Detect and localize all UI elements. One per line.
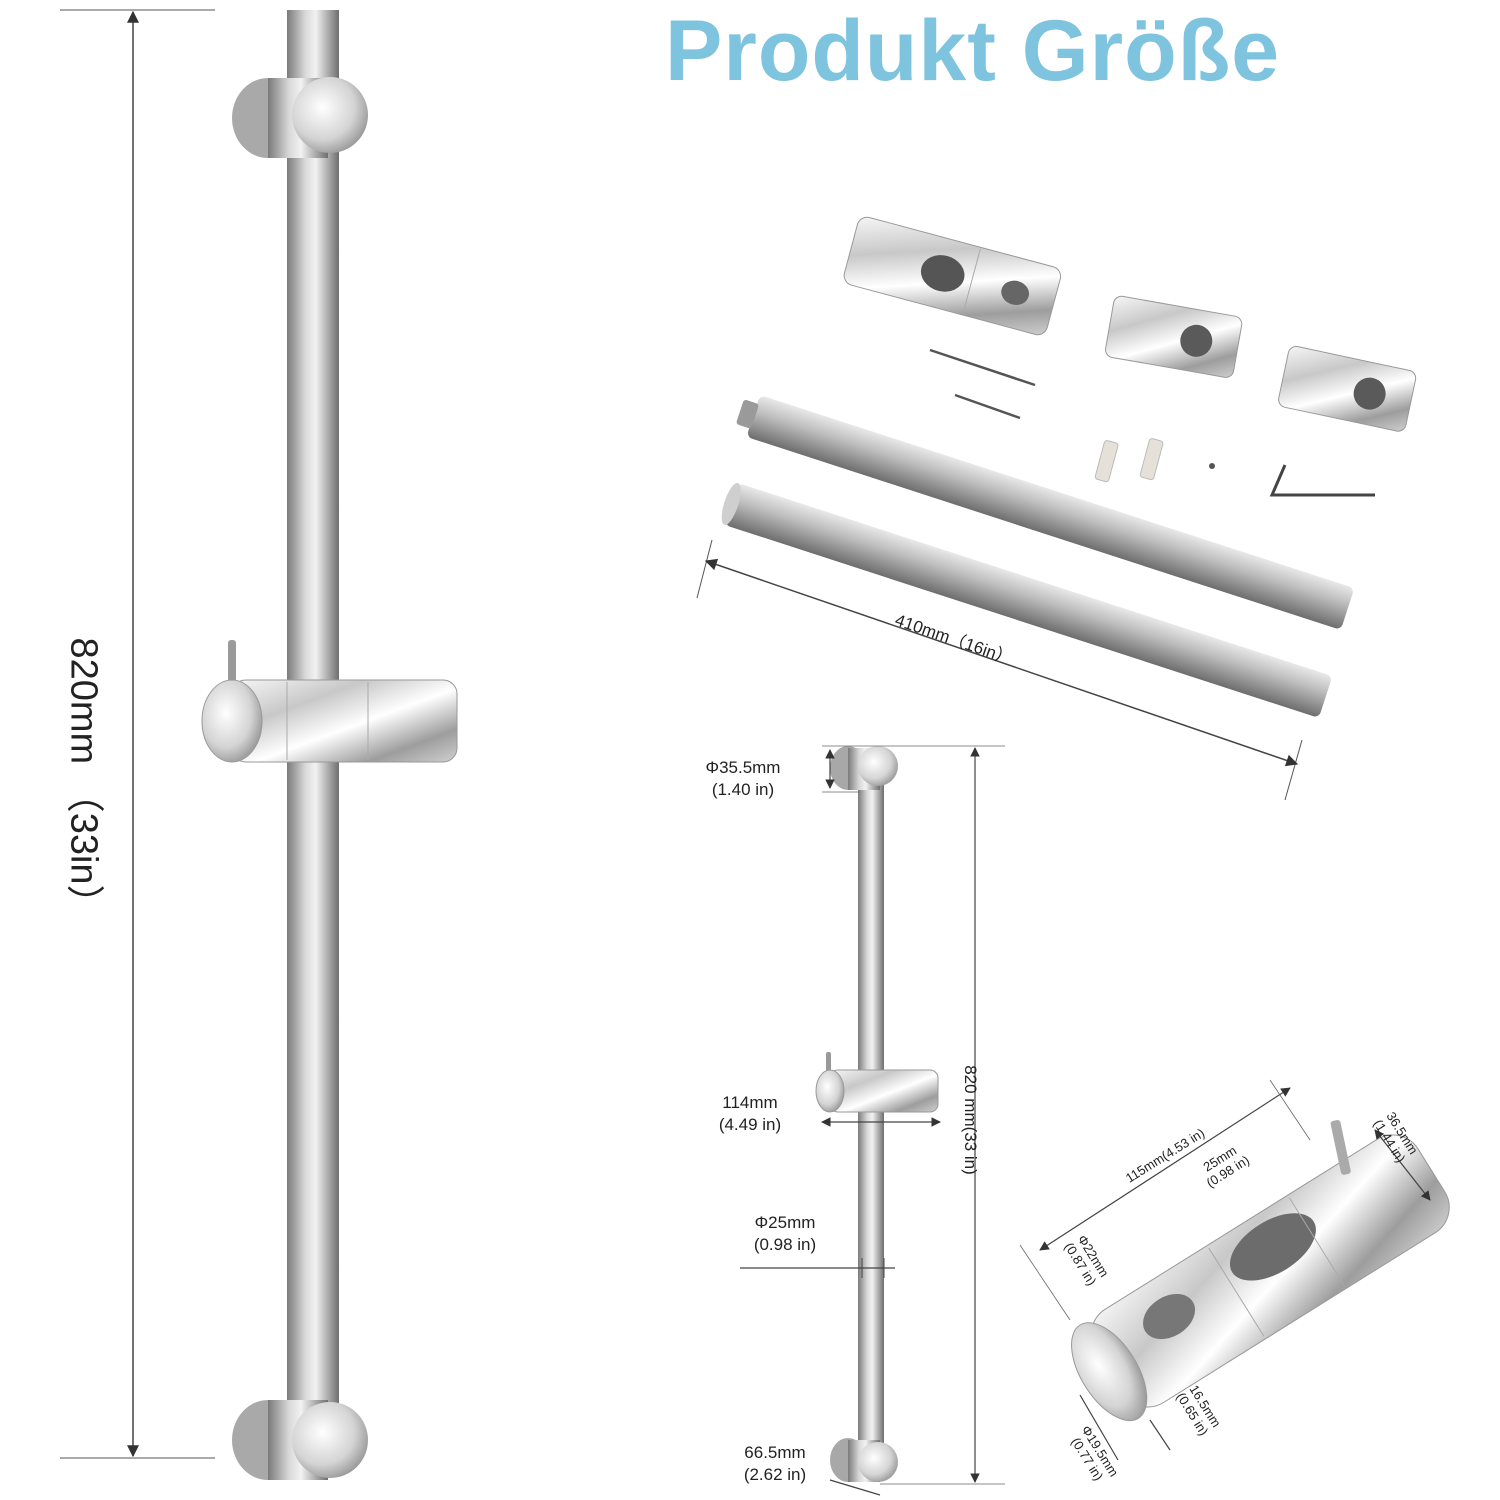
- slider-width-label: 114mm (4.49 in): [695, 1092, 805, 1136]
- slider-width-mm: 114mm: [722, 1093, 778, 1112]
- rod-diameter-in: (0.98 in): [753, 1235, 817, 1254]
- bottom-depth-mm: 66.5mm: [744, 1443, 806, 1462]
- bottom-depth-in: (2.62 in): [743, 1465, 807, 1484]
- top-diameter-label: Φ35.5mm (1.40 in): [688, 757, 798, 801]
- rod-diameter-mm: Φ25mm: [754, 1213, 816, 1232]
- parts-kit: [696, 216, 1417, 801]
- slider-width-in: (4.49 in): [718, 1115, 782, 1134]
- top-diameter-mm: Φ35.5mm: [705, 758, 781, 777]
- bottom-bracket-cap: [292, 1402, 368, 1478]
- top-bracket-cap: [292, 77, 368, 153]
- slider-body: [231, 679, 458, 763]
- slider-knob: [228, 640, 236, 690]
- top-diameter-in: (1.40 in): [711, 780, 775, 799]
- large-rail: [60, 9, 458, 1480]
- small-rail-length-label: 820 mm(33 in): [960, 1065, 980, 1175]
- rod-diameter-label: Φ25mm (0.98 in): [730, 1212, 840, 1256]
- rail-length-label: 820mm （33in）: [62, 637, 105, 923]
- page-title: Produkt Größe: [665, 3, 1281, 99]
- rod-length-dimension-line: [704, 558, 1299, 767]
- bottom-depth-label: 66.5mm (2.62 in): [720, 1442, 830, 1486]
- holder-detail: [1019, 1079, 1450, 1461]
- small-rail: [740, 745, 1005, 1496]
